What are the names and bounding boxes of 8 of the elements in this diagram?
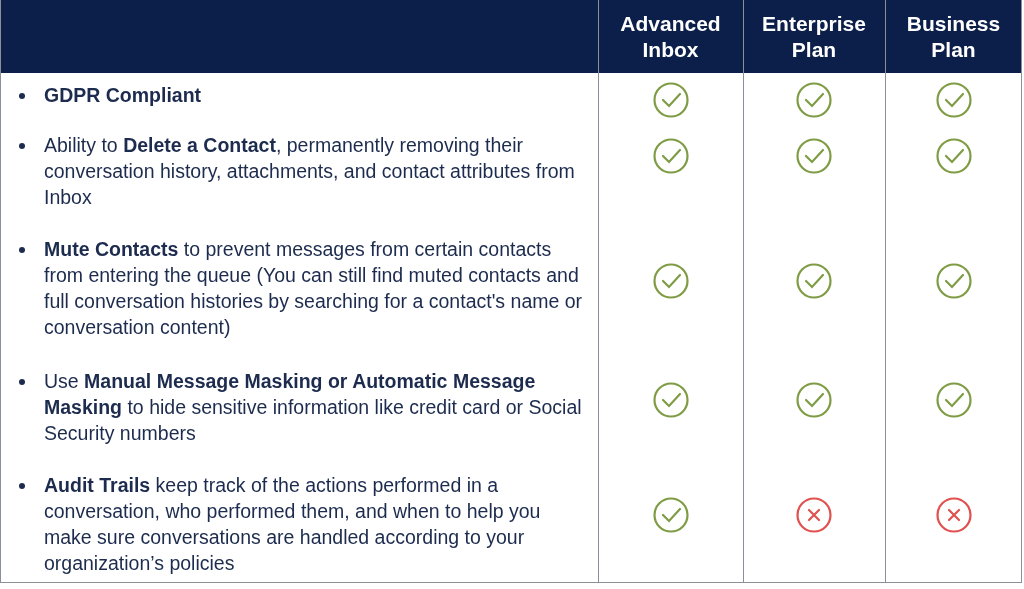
- feature-text: Ability to Delete a Contact, permanently removing their conversation history, attachments, and contact attributes from Inbox: [44, 133, 576, 210]
- column-header: Enterprise Plan: [761, 10, 867, 63]
- feature-text: Use Manual Message Masking or Automatic Message Masking to hide sensitive information like credit card or Social Security numbers: [44, 369, 583, 446]
- column-header: Business Plan: [905, 10, 1002, 63]
- column-header: Advanced Inbox: [619, 10, 722, 63]
- feature-text: GDPR Compliant: [44, 83, 203, 108]
- feature-text: Mute Contacts to prevent messages from certain contacts from entering the queue (You can still find muted contacts and full conversation histories by searching for a contact's name or conversation content): [44, 237, 584, 340]
- feature-text: Audit Trails keep track of the actions performed in a conversation, who performed them, and when to help you make sure conversations are handled according to your organization’s policies: [44, 473, 542, 576]
